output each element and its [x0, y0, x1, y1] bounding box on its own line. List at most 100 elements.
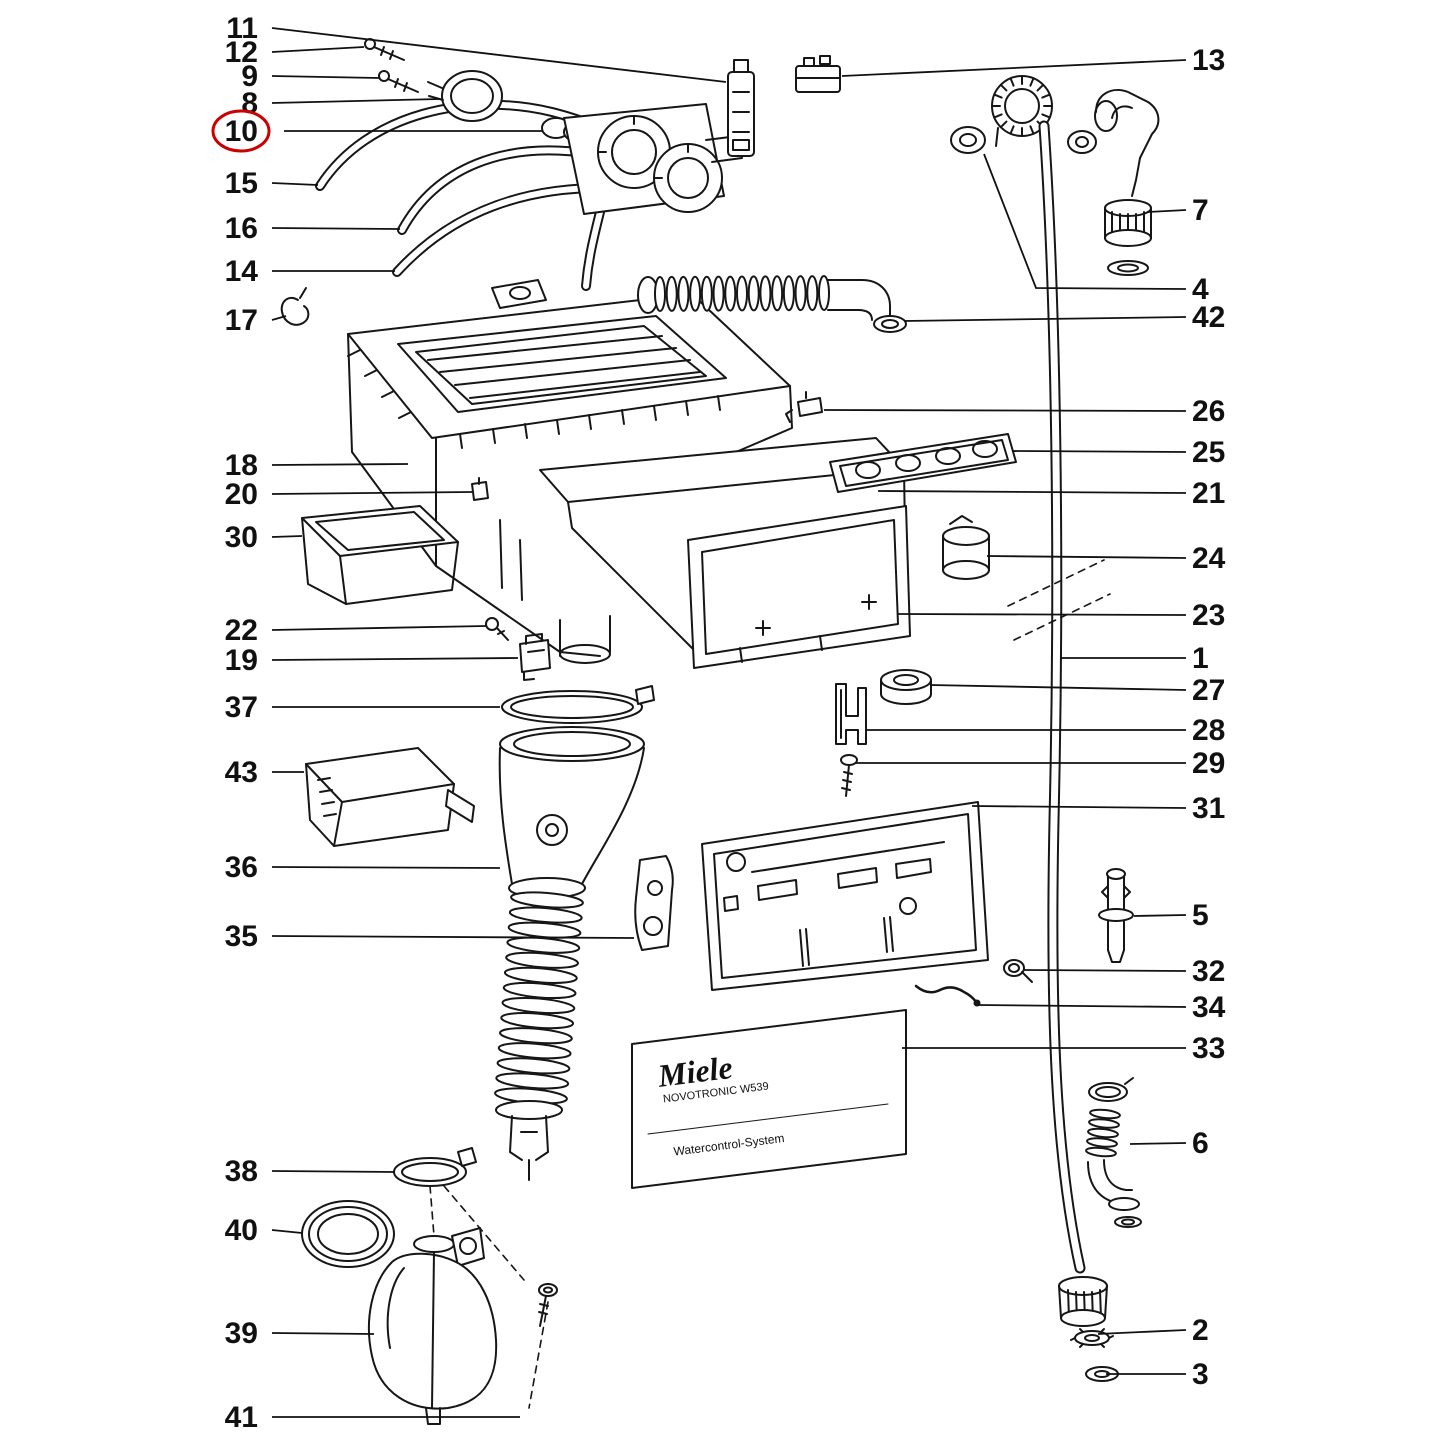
leader-line-19 — [271, 657, 519, 661]
part-number-37: 37 — [225, 691, 258, 724]
part-number-36: 36 — [225, 851, 258, 884]
part-grommet — [880, 669, 932, 705]
leader-line-11 — [271, 27, 727, 83]
part-connector-block — [795, 55, 841, 93]
part-number-4: 4 — [1192, 273, 1209, 306]
part-clamp — [427, 70, 503, 122]
leader-line-36 — [271, 866, 501, 869]
leader-line-12 — [271, 46, 365, 53]
part-connector-strip — [727, 59, 755, 157]
leader-line-27 — [929, 684, 1187, 691]
part-side-bracket — [634, 855, 674, 951]
part-number-23: 23 — [1192, 599, 1225, 632]
part-number-40: 40 — [225, 1214, 258, 1247]
leader-line-38 — [271, 1170, 395, 1173]
diagram-artwork: Miele NOVOTRONIC W539 Watercontrol-Syste… — [280, 38, 1160, 1425]
leader-line-23 — [897, 613, 1187, 616]
leader-line-34 — [977, 1004, 1187, 1008]
part-number-16: 16 — [225, 212, 258, 245]
part-number-31: 31 — [1192, 792, 1225, 825]
part-inlet-hose — [1038, 120, 1086, 1274]
part-number-9: 9 — [241, 60, 258, 93]
part-number-28: 28 — [1192, 714, 1225, 747]
part-washer-top-left — [950, 126, 986, 154]
part-tray — [301, 505, 459, 605]
part-number-18: 18 — [225, 449, 258, 482]
part-number-1: 1 — [1192, 642, 1209, 675]
leader-line-6 — [1129, 1142, 1187, 1145]
part-hose-valve-drop — [581, 207, 605, 291]
part-number-12: 12 — [225, 36, 258, 69]
part-number-24: 24 — [1192, 542, 1226, 575]
leader-line-9 — [271, 75, 380, 79]
part-number-21: 21 — [1192, 477, 1225, 510]
leader-line-40 — [271, 1229, 303, 1234]
part-number-22: 22 — [225, 614, 258, 647]
leader-line-2 — [1097, 1329, 1187, 1335]
leader-line-22 — [271, 625, 487, 631]
leader-line-4 — [983, 153, 1187, 290]
leader-line-32 — [1023, 969, 1187, 972]
part-siphon-housing — [367, 1227, 498, 1425]
part-hose-16 — [397, 145, 597, 235]
part-number-15: 15 — [225, 167, 258, 200]
leader-line-21 — [877, 490, 1187, 494]
part-number-38: 38 — [225, 1155, 258, 1188]
part-clip-20 — [471, 477, 489, 501]
part-number-33: 33 — [1192, 1032, 1225, 1065]
part-drain-fitting — [1098, 868, 1134, 963]
part-screw-29 — [840, 754, 858, 797]
part-number-11: 11 — [226, 12, 258, 45]
part-screw-22 — [485, 617, 509, 641]
construction-dashes — [429, 559, 1111, 1409]
leader-line-24 — [986, 555, 1187, 559]
part-number-42: 42 — [1192, 301, 1225, 334]
leader-line-39 — [271, 1332, 375, 1335]
part-number-35: 35 — [225, 920, 258, 953]
leader-line-20 — [271, 491, 473, 495]
leader-line-7 — [1147, 209, 1187, 213]
leader-line-30 — [271, 535, 303, 538]
part-screw-32 — [1003, 959, 1033, 983]
leader-line-17 — [271, 315, 287, 321]
leader-line-8 — [271, 98, 441, 104]
part-scoop — [305, 747, 475, 847]
leader-line-35 — [271, 935, 635, 939]
part-number-19: 19 — [225, 644, 258, 677]
part-number-5: 5 — [1192, 899, 1209, 932]
part-number-6: 6 — [1192, 1127, 1209, 1160]
leader-line-18 — [271, 463, 409, 466]
part-number-27: 27 — [1192, 674, 1225, 707]
part-star-washer — [1070, 1328, 1114, 1348]
part-mounting-panel — [701, 801, 989, 991]
part-number-3: 3 — [1192, 1358, 1209, 1391]
part-number-41: 41 — [225, 1401, 258, 1434]
part-number-13: 13 — [1192, 44, 1225, 77]
part-number-14: 14 — [225, 255, 259, 288]
part-dispenser-drawer — [539, 437, 911, 669]
leader-line-15 — [271, 182, 319, 186]
part-number-20: 20 — [225, 478, 258, 511]
part-number-26: 26 — [1192, 395, 1225, 428]
leader-line-16 — [271, 227, 401, 230]
part-number-29: 29 — [1192, 747, 1225, 780]
part-number-32: 32 — [1192, 955, 1225, 988]
leader-line-13 — [841, 59, 1187, 77]
part-funnel — [494, 726, 645, 1181]
part-hook-clip — [280, 287, 310, 326]
part-seal-ring — [301, 1200, 395, 1268]
part-cover-plate — [829, 433, 1017, 493]
part-corrugated-hose — [637, 275, 907, 333]
callout-layer: 1112981015161417182030221937433635384039… — [211, 12, 1226, 1434]
part-holder-bracket — [835, 683, 867, 745]
part-small-bracket — [785, 391, 823, 423]
part-cap-cylinder — [942, 515, 990, 580]
part-elbow-group — [1085, 1077, 1142, 1228]
part-inlet-valve — [563, 103, 743, 215]
leader-line-31 — [971, 805, 1187, 809]
part-screw-small-b — [378, 70, 419, 93]
part-wire — [914, 984, 981, 1007]
part-info-label: Miele NOVOTRONIC W539 Watercontrol-Syste… — [631, 1009, 907, 1189]
part-screw-small-a — [364, 38, 405, 61]
